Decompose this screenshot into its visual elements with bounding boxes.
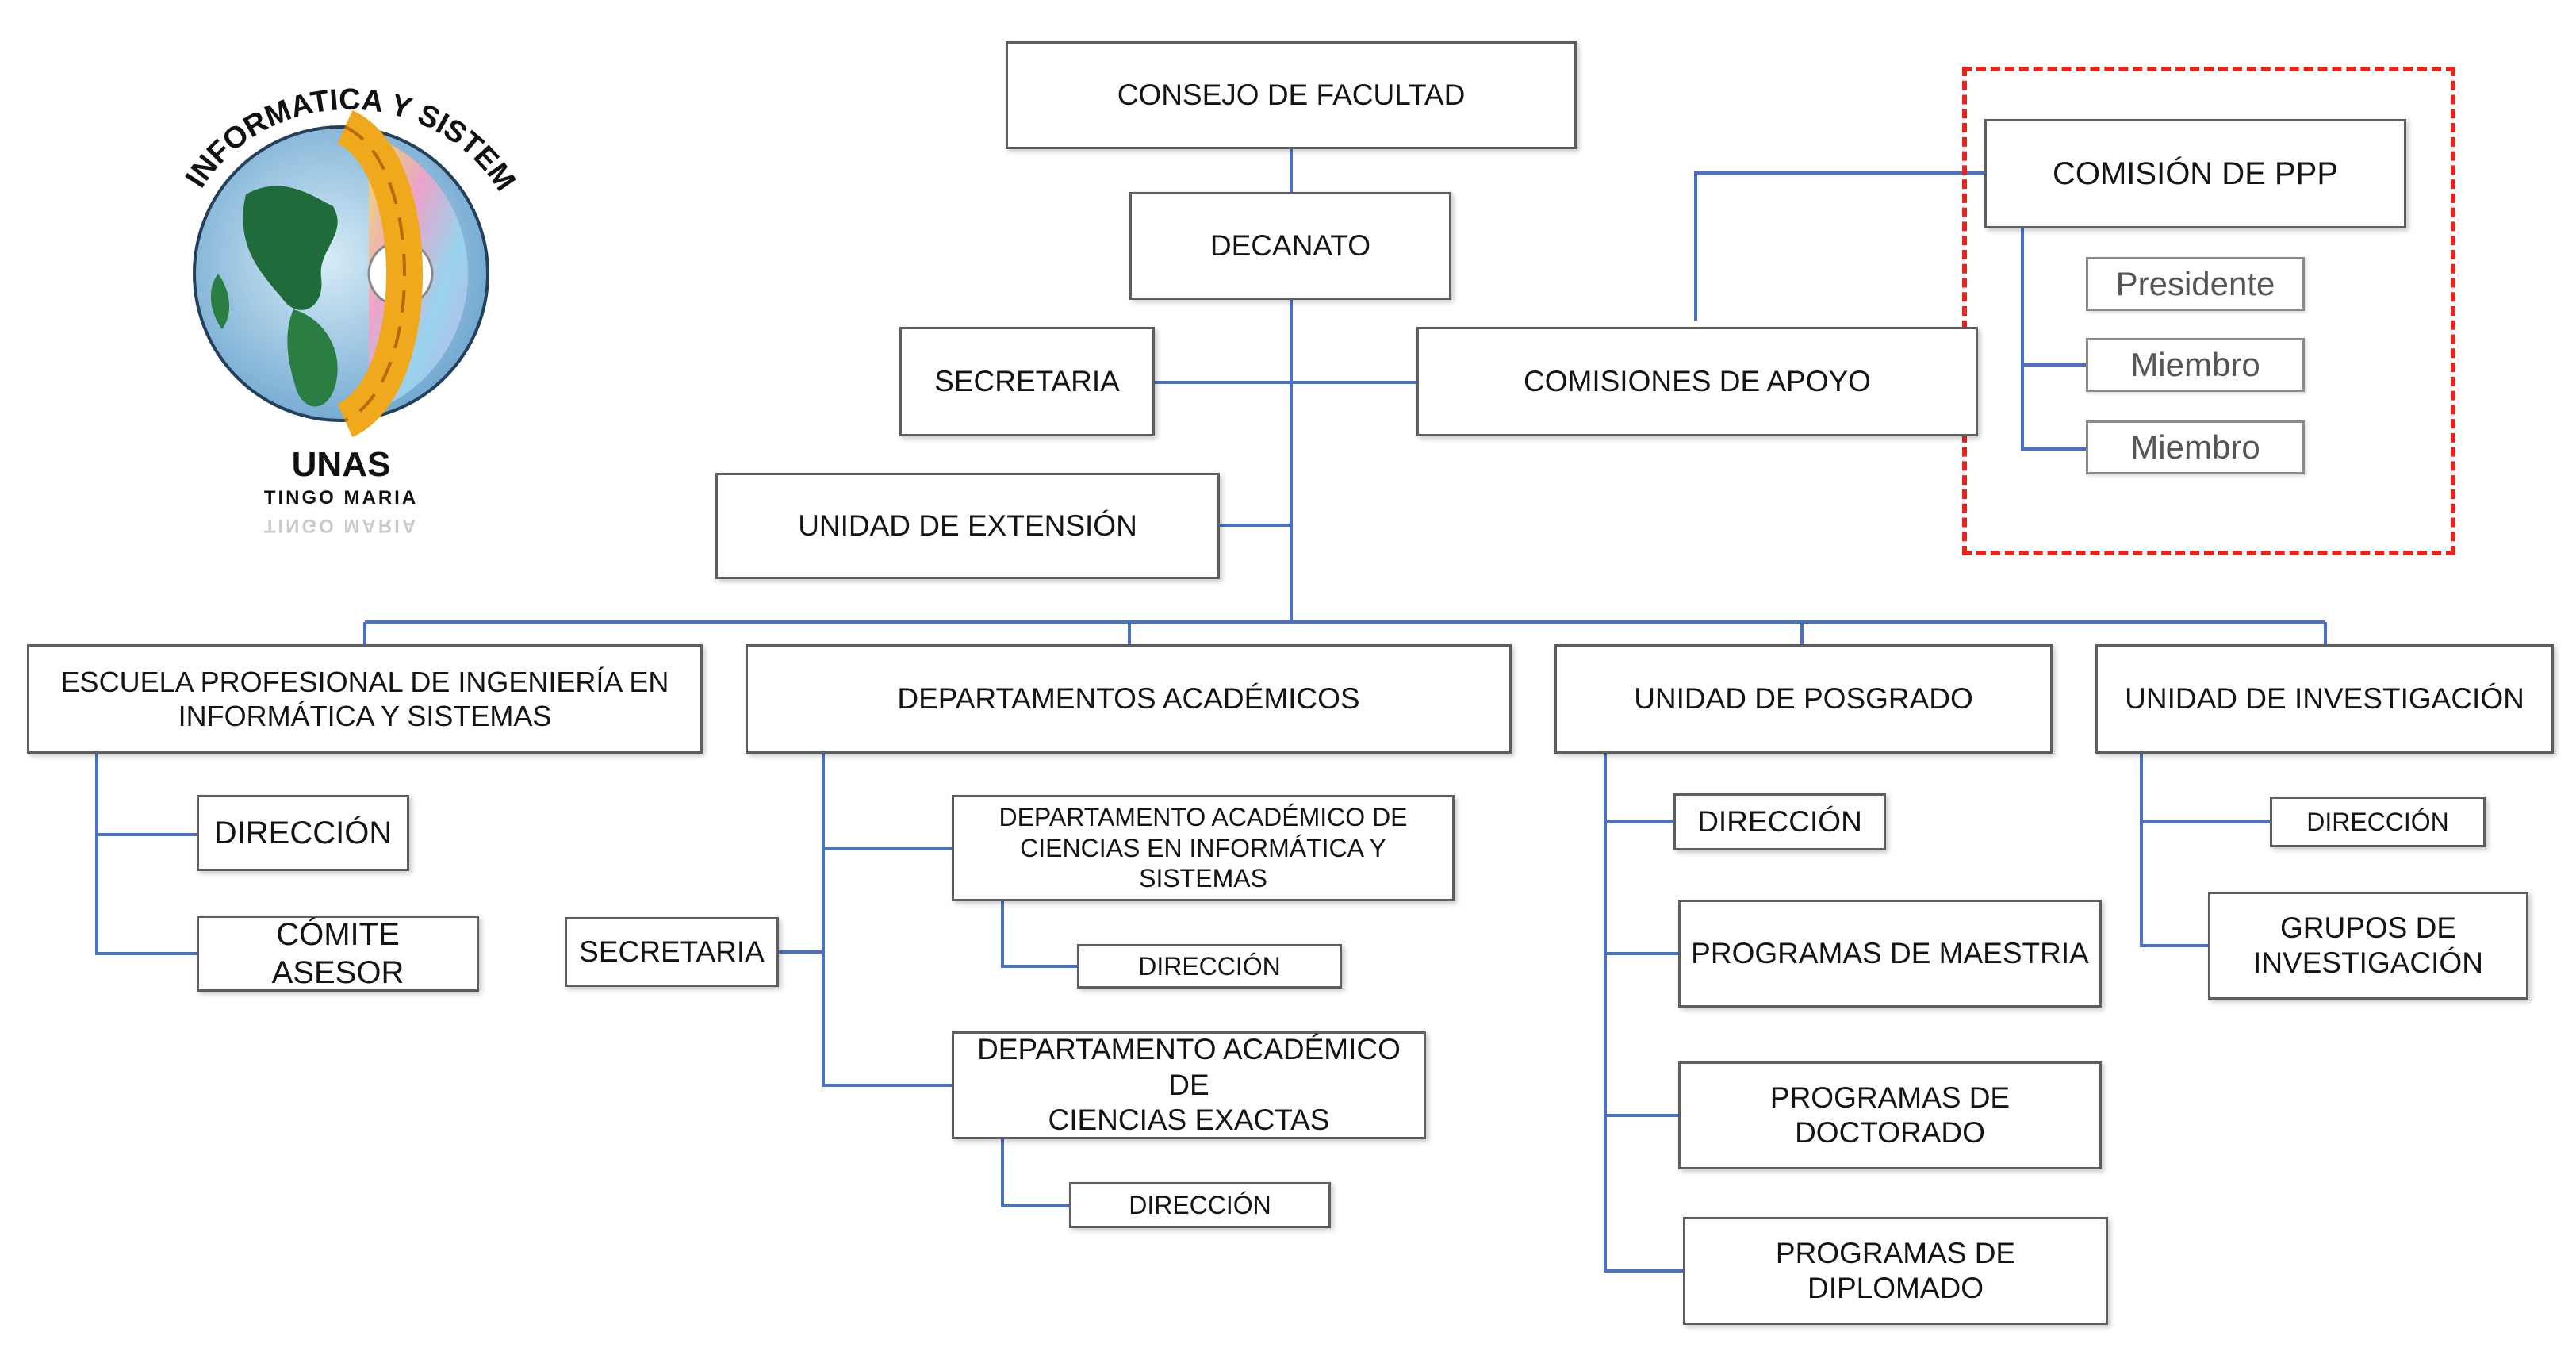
ppp-member-label: Presidente: [2115, 264, 2275, 302]
unidad-posgrado-label: UNIDAD DE POSGRADO: [1634, 681, 1973, 715]
dept-informatica-box: DEPARTAMENTO ACADÉMICO DE CIENCIAS EN IN…: [952, 795, 1455, 901]
ppp-member-label: Miembro: [2130, 428, 2260, 466]
departamentos-secretaria-label: SECRETARIA: [579, 935, 765, 968]
programas-doctorado-line: PROGRAMAS DE: [1769, 1081, 2011, 1114]
escuela-direccion-label: DIRECCIÓN: [213, 816, 393, 850]
comision-ppp-box: COMISIÓN DE PPP: [1984, 119, 2406, 228]
escuela-profesional-box: ESCUELA PROFESIONAL DE INGENIERÍA EN INF…: [27, 644, 703, 754]
unidad-posgrado-box: UNIDAD DE POSGRADO: [1554, 644, 2053, 754]
programas-maestria-label: PROGRAMAS DE MAESTRIA: [1691, 936, 2089, 969]
dept-exactas-direccion-box: DIRECCIÓN: [1069, 1182, 1331, 1228]
programas-doctorado-box: PROGRAMAS DE DOCTORADO: [1678, 1061, 2102, 1169]
investigacion-direccion-label: DIRECCIÓN: [2306, 807, 2449, 836]
dept-informatica-line: CIENCIAS EN INFORMÁTICA Y: [1020, 833, 1386, 862]
svg-text:TINGO MARIA: TINGO MARIA: [264, 487, 418, 509]
dept-exactas-direccion-label: DIRECCIÓN: [1129, 1190, 1271, 1219]
decanato-label: DECANATO: [1209, 228, 1371, 262]
dept-exactas-box: DEPARTAMENTO ACADÉMICO DE CIENCIAS EXACT…: [952, 1031, 1426, 1139]
consejo-facultad-box: CONSEJO DE FACULTAD: [1006, 41, 1577, 149]
escuela-direccion-box: DIRECCIÓN: [197, 795, 409, 871]
comite-asesor-box: CÓMITE ASESOR: [197, 916, 479, 992]
grupos-investigacion-line: GRUPOS DE: [2279, 911, 2457, 944]
departamentos-academicos-box: DEPARTAMENTOS ACADÉMICOS: [746, 644, 1512, 754]
decanato-box: DECANATO: [1129, 192, 1451, 300]
departamentos-secretaria-box: SECRETARIA: [565, 917, 779, 987]
programas-diplomado-label: PROGRAMAS DE DIPLOMADO: [1775, 1236, 2016, 1304]
secretaria-label: SECRETARIA: [934, 364, 1120, 397]
grupos-investigacion-box: GRUPOS DE INVESTIGACIÓN: [2208, 892, 2528, 1000]
programas-maestria-box: PROGRAMAS DE MAESTRIA: [1678, 900, 2102, 1008]
svg-text:TINGO MARIA: TINGO MARIA: [264, 515, 418, 536]
dept-exactas-line: CIENCIAS EXACTAS: [1048, 1104, 1330, 1137]
posgrado-direccion-box: DIRECCIÓN: [1673, 793, 1886, 850]
grupos-investigacion-line: INVESTIGACIÓN: [2253, 946, 2483, 979]
ppp-member-miembro: Miembro: [2086, 338, 2305, 392]
dept-informatica-line: DEPARTAMENTO ACADÉMICO DE: [999, 803, 1408, 832]
ppp-member-label: Miembro: [2130, 345, 2260, 383]
departamentos-academicos-label: DEPARTAMENTOS ACADÉMICOS: [897, 681, 1360, 715]
dept-informatica-direccion-label: DIRECCIÓN: [1138, 951, 1281, 981]
posgrado-direccion-label: DIRECCIÓN: [1697, 804, 1862, 838]
comision-ppp-label: COMISIÓN DE PPP: [2052, 156, 2339, 191]
consejo-facultad-label: CONSEJO DE FACULTAD: [1117, 78, 1466, 111]
escuela-title-line: ESCUELA PROFESIONAL DE INGENIERÍA EN: [60, 665, 669, 698]
dept-informatica-line: SISTEMAS: [1139, 864, 1267, 893]
secretaria-box: SECRETARIA: [899, 327, 1155, 436]
unidad-investigacion-label: UNIDAD DE INVESTIGACIÓN: [2125, 681, 2524, 715]
unidad-extension-label: UNIDAD DE EXTENSIÓN: [798, 509, 1137, 542]
programas-diplomado-box: PROGRAMAS DE DIPLOMADO: [1683, 1217, 2108, 1325]
ppp-highlight-frame: [1962, 67, 2455, 555]
ppp-member-presidente: Presidente: [2086, 257, 2305, 311]
programas-doctorado-line: DOCTORADO: [1795, 1116, 1985, 1149]
ppp-member-miembro: Miembro: [2086, 420, 2305, 474]
svg-text:UNAS: UNAS: [292, 445, 391, 484]
unidad-extension-box: UNIDAD DE EXTENSIÓN: [715, 473, 1220, 579]
dept-informatica-direccion-box: DIRECCIÓN: [1077, 944, 1342, 989]
comite-asesor-label: CÓMITE ASESOR: [271, 917, 404, 990]
dept-exactas-line: DEPARTAMENTO ACADÉMICO DE: [977, 1033, 1401, 1101]
escuela-title-line: INFORMÁTICA Y SISTEMAS: [178, 700, 552, 732]
investigacion-direccion-box: DIRECCIÓN: [2270, 797, 2486, 847]
comisiones-apoyo-box: COMISIONES DE APOYO: [1416, 327, 1978, 436]
unidad-investigacion-box: UNIDAD DE INVESTIGACIÓN: [2095, 644, 2554, 754]
comisiones-apoyo-label: COMISIONES DE APOYO: [1524, 364, 1871, 397]
unas-logo: INFORMATICA Y SISTEMAS UNAS TINGO MARIA …: [163, 36, 522, 536]
